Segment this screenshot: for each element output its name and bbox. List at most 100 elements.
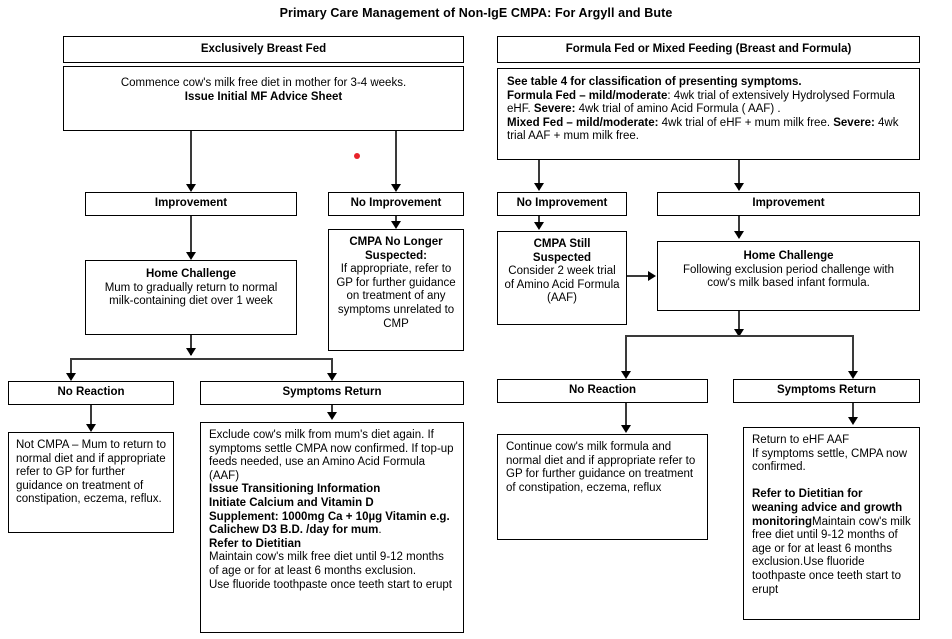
right-step1-text2: : 4wk trial of extensively Hydrolysed Fo… — [507, 89, 895, 116]
right-srd-combined: Refer to Dietitian for weaning advice an… — [752, 488, 911, 597]
arrowhead-right-split-to-symptoms-return — [848, 371, 858, 379]
left-home-challenge-line1: Mum to gradually return to normal — [104, 281, 278, 294]
connector-left-split-to-no-reaction — [70, 358, 72, 375]
arrowhead-right-improvement-down — [734, 231, 744, 239]
connector-left-no-reaction-down — [90, 405, 92, 429]
right-step1-text4: 4wk trial of eHF + mum milk free. — [658, 116, 834, 129]
connector-right-home-challenge-down — [738, 311, 740, 337]
connector-right-symptoms-return-down — [852, 403, 854, 421]
left-step1-line2: Issue Initial MF Advice Sheet — [184, 90, 343, 103]
left-srd-para2: Maintain cow's milk free diet until 9-12… — [209, 551, 444, 577]
right-step1-line4: Mixed Fed – mild/moderate: 4wk trial of … — [507, 117, 910, 144]
left-symptoms-return-box: Symptoms Return — [200, 381, 464, 405]
right-cmpa-still-box: CMPA Still Suspected Consider 2 week tri… — [497, 231, 627, 325]
right-home-challenge-box: Home Challenge Following exclusion perio… — [657, 241, 920, 311]
left-not-cmpa-box: Not CMPA – Mum to return to normal diet … — [8, 432, 174, 533]
left-cmpa-no-longer-body: If appropriate, refer to GP for further … — [336, 263, 456, 330]
left-srd-bold3: Supplement: 1000mg Ca + 10µg Vitamin e.g… — [209, 510, 450, 537]
arrowhead-right-symptoms-return-down — [848, 417, 858, 425]
right-home-challenge-title: Home Challenge — [743, 250, 834, 262]
left-home-challenge-box: Home Challenge Mum to gradually return t… — [85, 260, 297, 335]
connector-left-to-no-improvement — [395, 131, 397, 185]
right-symptoms-return-box: Symptoms Return — [733, 379, 920, 403]
arrowhead-right-home-challenge-down — [734, 329, 744, 337]
left-symptoms-return-detail-box: Exclude cow's milk from mum's diet again… — [200, 422, 464, 633]
left-cmpa-no-longer-title: CMPA No Longer Suspected: — [349, 236, 443, 262]
left-srd-bold3-tail: . — [378, 524, 382, 537]
left-improvement-box: Improvement — [85, 192, 297, 216]
right-home-challenge-line2: cow's milk based infant formula. — [707, 277, 870, 290]
left-home-challenge-line2: milk-containing diet over 1 week — [109, 295, 273, 308]
right-step1-line2: Formula Fed – mild/moderate: 4wk trial o… — [507, 90, 910, 117]
left-step1-box: Commence cow's milk free diet in mother … — [63, 66, 464, 131]
left-no-reaction-box: No Reaction — [8, 381, 174, 405]
right-cmpa-still-title: CMPA Still Suspected — [532, 238, 592, 264]
connector-improvement-to-home-challenge — [190, 216, 192, 253]
arrowhead-cmpa-still-to-home-challenge — [648, 271, 656, 281]
arrowhead-left-symptoms-return-down — [327, 412, 337, 420]
connector-right-split-to-symptoms-return — [852, 335, 854, 373]
right-srd-bold1: Refer to Dietitian for weaning advice an… — [752, 488, 903, 528]
right-continue-formula-body: Continue cow's milk formula and normal d… — [506, 441, 696, 494]
right-branch-header: Formula Fed or Mixed Feeding (Breast and… — [497, 36, 920, 63]
arrowhead-improvement-to-home-challenge — [186, 252, 196, 260]
connector-cmpa-still-to-home-challenge — [627, 275, 651, 277]
connector-left-to-improvement — [190, 131, 192, 185]
arrowhead-left-to-no-improvement — [391, 184, 401, 192]
right-cmpa-still-body: Consider 2 week trial of Amino Acid Form… — [504, 265, 620, 305]
right-no-reaction-box: No Reaction — [497, 379, 708, 403]
connector-left-split-horizontal — [70, 358, 332, 360]
left-srd-para1: Exclude cow's milk from mum's diet again… — [209, 429, 454, 482]
right-home-challenge-line1: Following exclusion period challenge wit… — [683, 263, 894, 276]
left-not-cmpa-body: Not CMPA – Mum to return to normal diet … — [16, 439, 166, 506]
right-step1-line1: See table 4 for classification of presen… — [507, 76, 802, 88]
right-step1-lead4: Mixed Fed – mild/moderate: — [507, 116, 659, 129]
connector-right-no-improvement-down — [538, 216, 540, 225]
connector-right-improvement-down — [738, 216, 740, 236]
arrowhead-home-challenge-down — [186, 348, 196, 356]
connector-right-split-horizontal — [625, 335, 853, 337]
arrowhead-right-no-improvement-down — [534, 222, 544, 230]
connector-home-challenge-down — [190, 335, 192, 355]
connector-right-to-no-improvement — [538, 160, 540, 185]
connector-left-symptoms-return-down — [331, 405, 333, 417]
left-branch-header: Exclusively Breast Fed — [63, 36, 464, 63]
right-continue-formula-box: Continue cow's milk formula and normal d… — [497, 434, 708, 540]
connector-right-to-improvement — [738, 160, 740, 185]
arrowhead-left-to-improvement — [186, 184, 196, 192]
right-srd-line2: If symptoms settle, CMPA now confirmed. — [752, 447, 908, 474]
connector-right-split-to-no-reaction — [625, 335, 627, 373]
page-title: Primary Care Management of Non-IgE CMPA:… — [279, 6, 673, 20]
connector-left-split-to-symptoms-return — [331, 358, 333, 375]
arrowhead-left-no-reaction-down — [86, 424, 96, 432]
arrowhead-right-to-no-improvement — [534, 183, 544, 191]
right-srd-para2: Maintain cow's milk free diet until 9-12… — [752, 515, 911, 596]
left-srd-bold2: Initiate Calcium and Vitamin D — [209, 496, 374, 509]
right-step1-lead3: Severe: — [533, 103, 576, 116]
arrowhead-right-split-to-no-reaction — [621, 371, 631, 379]
arrowhead-right-to-improvement — [734, 183, 744, 191]
left-srd-para3: Use fluoride toothpaste once teeth start… — [209, 578, 452, 591]
left-srd-bold3-wrap: Supplement: 1000mg Ca + 10µg Vitamin e.g… — [209, 511, 455, 538]
right-srd-spacer — [752, 475, 911, 489]
right-improvement-box: Improvement — [657, 192, 920, 216]
connector-right-no-reaction-down — [625, 403, 627, 429]
left-srd-bold1: Issue Transitioning Information — [209, 483, 381, 496]
arrowhead-right-no-reaction-down — [621, 425, 631, 433]
right-step1-text3: 4wk trial of amino Acid Formula ( AAF) . — [575, 103, 781, 116]
connector-no-improvement-to-cmpa-no-longer — [395, 216, 397, 223]
right-no-improvement-box: No Improvement — [497, 192, 627, 216]
left-srd-bold4: Refer to Dietitian — [209, 537, 302, 550]
arrowhead-no-improvement-to-cmpa-no-longer — [391, 221, 401, 229]
left-cmpa-no-longer-box: CMPA No Longer Suspected: If appropriate… — [328, 229, 464, 351]
left-home-challenge-title: Home Challenge — [145, 268, 237, 280]
left-no-improvement-box: No Improvement — [328, 192, 464, 216]
right-step1-lead5: Severe: — [833, 116, 875, 129]
right-symptoms-return-detail-box: Return to eHF AAF If symptoms settle, CM… — [743, 427, 920, 620]
arrowhead-left-split-to-symptoms-return — [327, 373, 337, 381]
right-step1-lead2: Formula Fed – mild/moderate — [507, 89, 668, 102]
red-marker-dot — [354, 153, 360, 159]
right-srd-line1: Return to eHF AAF — [752, 434, 850, 446]
right-step1-text5: 4wk trial AAF + mum milk free. — [507, 116, 899, 143]
